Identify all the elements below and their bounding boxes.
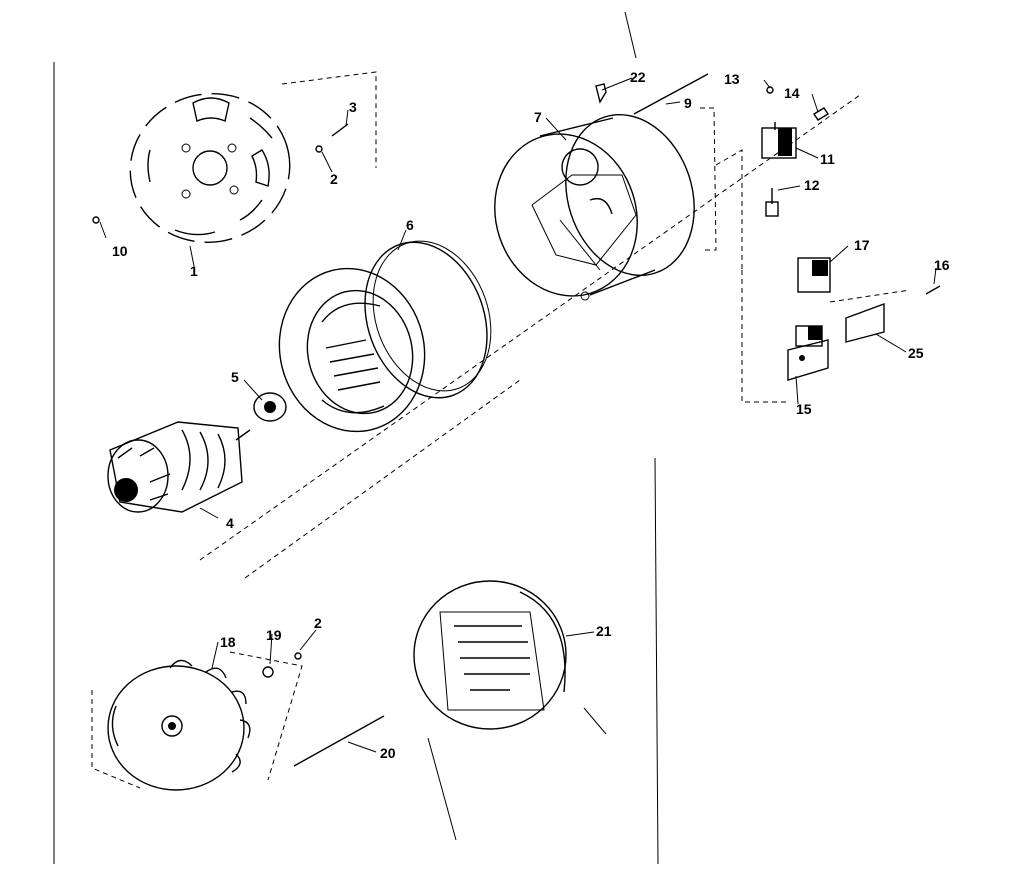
part-label-20: 20 — [380, 745, 396, 761]
lower-leader-line — [427, 737, 457, 841]
part-label-19: 19 — [266, 627, 282, 643]
fan-washer-part — [262, 666, 274, 678]
small-nut-part — [92, 216, 100, 224]
armature-part — [107, 421, 251, 513]
part-label-6: 6 — [406, 217, 414, 233]
washer-part — [315, 145, 323, 153]
part-label-2-top: 2 — [330, 171, 338, 187]
fan-nut-part — [294, 652, 302, 660]
part-label-5: 5 — [231, 369, 239, 385]
assembly-axis-line — [199, 94, 861, 561]
part-label-15: 15 — [796, 401, 812, 417]
brush-holder-part — [761, 122, 797, 159]
end-housing-part — [413, 580, 567, 730]
part-label-4: 4 — [226, 515, 234, 531]
switch-cover-part — [845, 302, 885, 343]
part-label-1: 1 — [190, 263, 198, 279]
switch-part — [797, 257, 831, 293]
switch-bracket-dashed — [741, 270, 790, 403]
part-label-12: 12 — [804, 177, 820, 193]
end-plate-bracket-dashed — [281, 71, 377, 168]
part-label-16: 16 — [934, 257, 950, 273]
nut-14-part — [813, 107, 829, 121]
bearing-part — [253, 392, 287, 422]
field-frame-ring-part — [364, 240, 492, 399]
fan-bolt-dashed — [229, 651, 303, 781]
part-label-22: 22 — [630, 69, 646, 85]
end-housing-leader — [583, 707, 607, 735]
part-label-7: 7 — [534, 109, 542, 125]
screw-part — [331, 123, 349, 137]
brush-part — [765, 188, 779, 217]
part-label-11: 11 — [820, 151, 835, 167]
cover-screw-part — [925, 285, 941, 295]
switch-axis-line — [829, 289, 911, 303]
switch-bracket-part — [787, 325, 829, 381]
part-label-18: 18 — [220, 634, 236, 650]
long-bolt-part — [633, 73, 709, 115]
end-plate-part — [129, 93, 291, 243]
part-label-21: 21 — [596, 623, 612, 639]
leader-lines — [99, 77, 937, 753]
part-label-9: 9 — [684, 95, 692, 111]
fan-part — [107, 659, 251, 791]
housing-side-dashed — [715, 149, 743, 270]
top-leader-line — [624, 11, 637, 59]
small-screw-part — [595, 83, 607, 104]
part-label-17: 17 — [854, 237, 870, 253]
fan-bracket-dashed — [91, 690, 141, 789]
lower-axis-line — [244, 379, 521, 579]
part-label-2-bottom: 2 — [314, 615, 322, 631]
part-label-25: 25 — [908, 345, 924, 361]
part-label-14: 14 — [784, 85, 800, 101]
through-bolt-part — [293, 715, 385, 767]
part-label-13: 13 — [724, 71, 740, 87]
spring-clip-part — [766, 86, 774, 94]
center-border-line — [654, 457, 659, 865]
housing-bracket-dashed — [700, 107, 717, 251]
part-label-10: 10 — [112, 243, 128, 259]
field-coil-assembly-part — [278, 267, 426, 433]
housing-shell-part — [494, 113, 695, 301]
part-label-3: 3 — [349, 99, 357, 115]
